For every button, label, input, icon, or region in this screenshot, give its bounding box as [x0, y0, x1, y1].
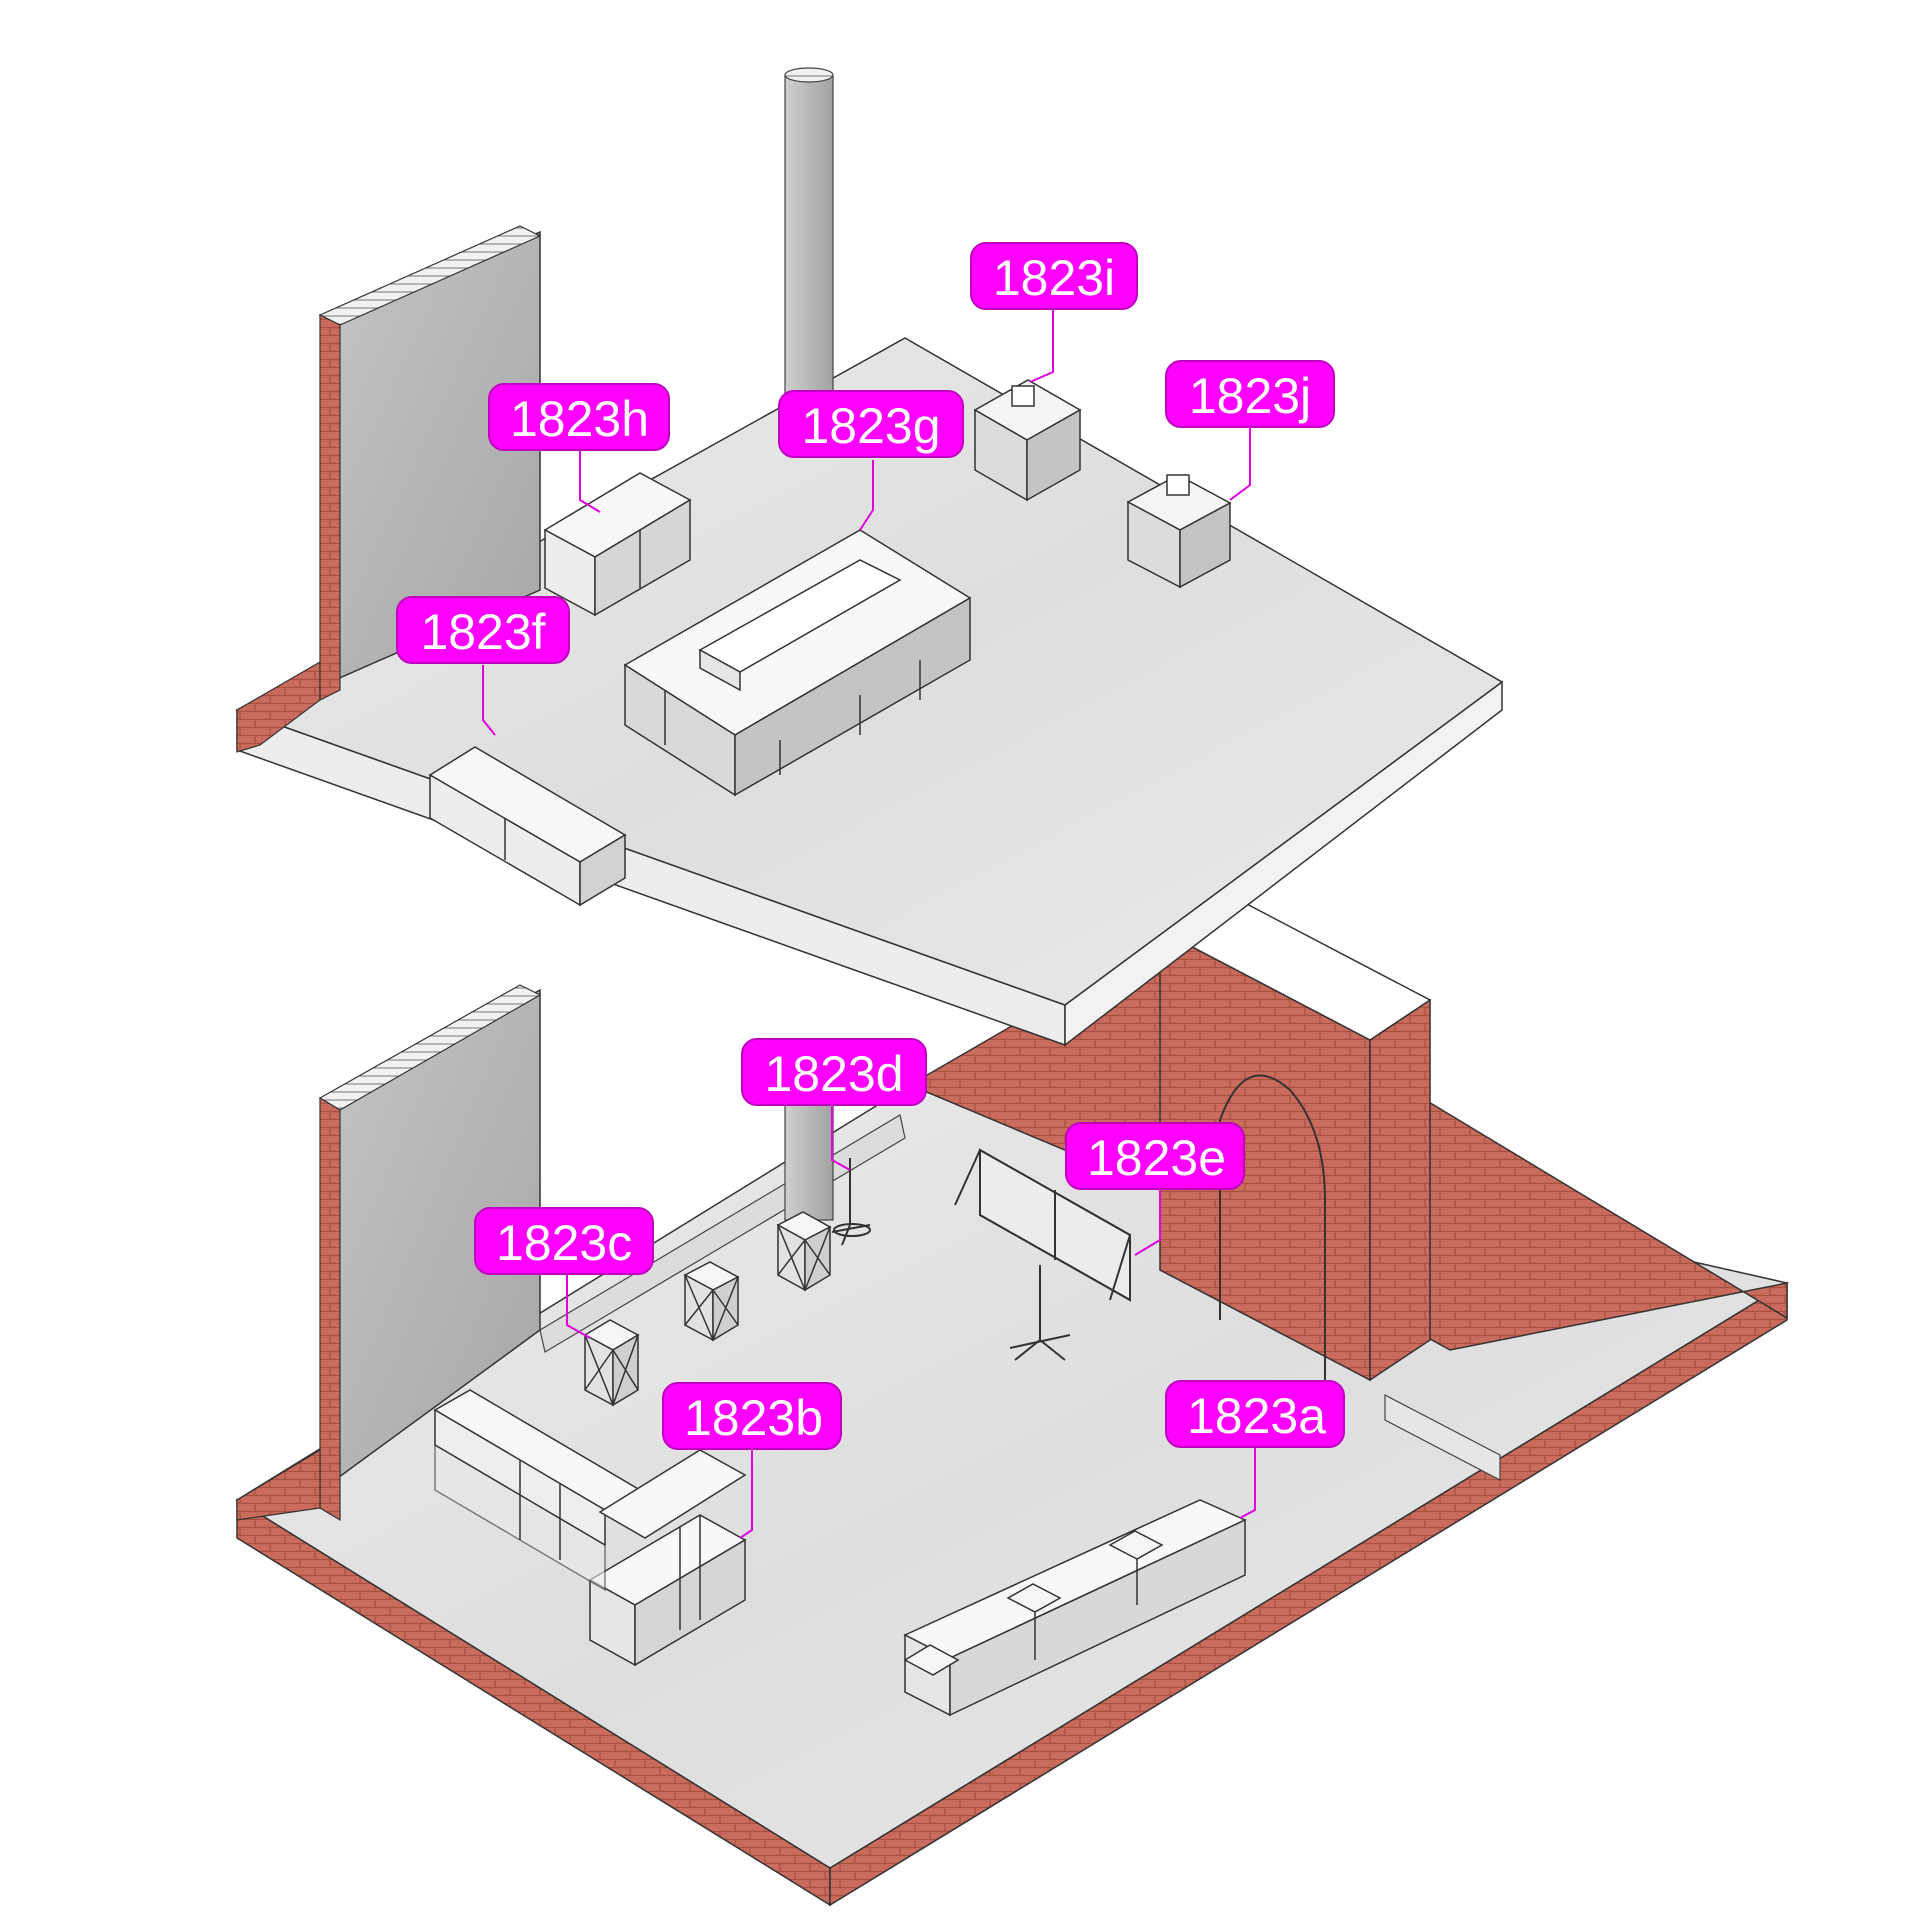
lower-left-brick-skirt [236, 1448, 321, 1521]
display-screen-frame [954, 1148, 1131, 1361]
callout-1823h: 1823h [488, 383, 670, 451]
upper-grey-wall-brick-side [319, 314, 341, 701]
arched-opening [1219, 1074, 1326, 1380]
upper-column [784, 74, 834, 396]
cabinet-block-g [623, 529, 972, 797]
cabinet-pair-f [428, 746, 627, 907]
callout-1823i: 1823i [970, 242, 1138, 310]
callout-1823e: 1823e [1065, 1122, 1245, 1190]
lower-level [235, 889, 1789, 1907]
upper-column-top [784, 67, 834, 83]
callout-1823d: 1823d [741, 1038, 927, 1106]
callout-1823f: 1823f [396, 596, 570, 664]
upper-left-brick-skirt [236, 660, 321, 753]
cage-pedestal-2 [683, 1261, 740, 1342]
callout-1823a: 1823a [1165, 1380, 1345, 1448]
callout-1823g: 1823g [778, 390, 964, 458]
lower-column [784, 1089, 834, 1221]
leader-lines [482, 308, 1256, 1539]
long-cabinet-run [903, 1499, 1247, 1717]
l-shaped-cabinets [433, 1389, 747, 1667]
callout-1823j: 1823j [1165, 360, 1335, 428]
cage-pedestal-3 [776, 1211, 832, 1292]
vitrine-j [1126, 474, 1232, 589]
lower-grey-wall-brick-side [319, 1096, 341, 1522]
upper-level [235, 67, 1504, 1047]
cage-pedestal-1 [583, 1319, 640, 1407]
brick-pier-side [1369, 998, 1431, 1382]
pier-ledge [1384, 1394, 1501, 1481]
vitrine-i [973, 379, 1082, 502]
callout-1823c: 1823c [474, 1207, 654, 1275]
callout-1823b: 1823b [662, 1382, 842, 1450]
cabinet-pair-h [543, 472, 692, 617]
